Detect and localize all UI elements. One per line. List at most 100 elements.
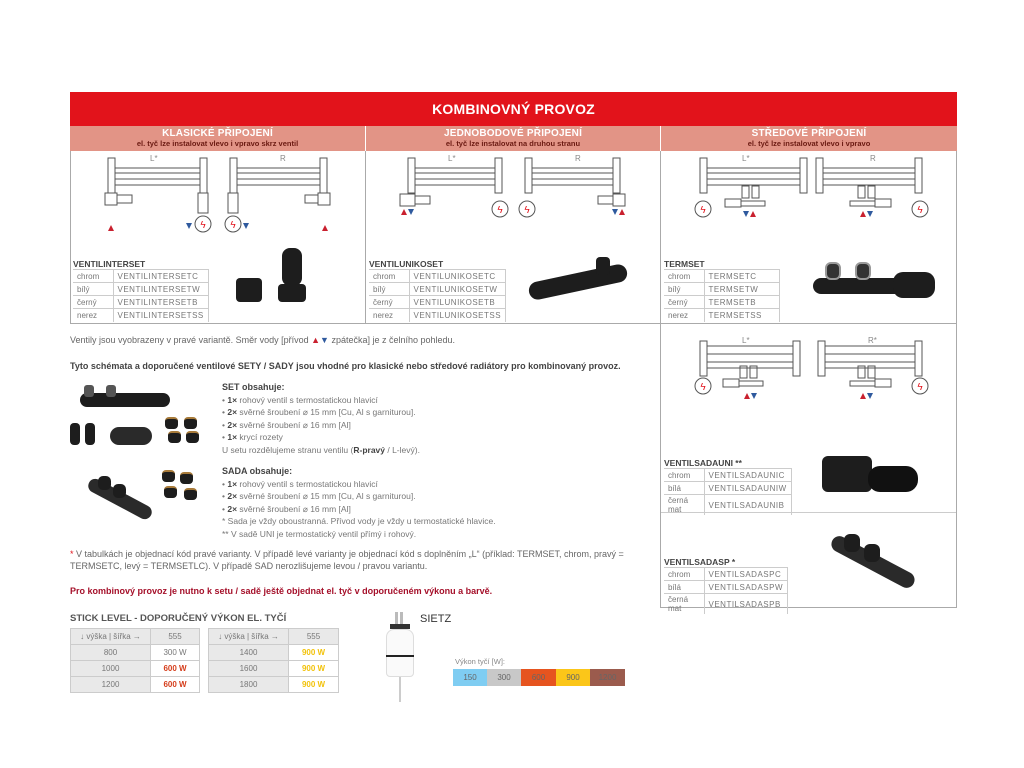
finish: chrom [73, 269, 114, 283]
diagram-label-left: L* [742, 336, 750, 345]
finish: bílá [664, 580, 705, 594]
legend-150: 150 [453, 669, 487, 686]
set-title: VENTILINTERSET [73, 259, 146, 269]
set-title: VENTILSADAUNI ** [664, 458, 742, 468]
svg-text:ϟ: ϟ [497, 205, 503, 216]
list-item: • 2× svěrné šroubení ⌀ 16 mm [Al] [222, 419, 351, 430]
heater-image [382, 612, 422, 707]
list-item: • 2× svěrné šroubení ⌀ 15 mm [Cu, Al s g… [222, 407, 416, 417]
order-code: VENTILSADAUNIB [704, 494, 792, 515]
column-title: JEDNOBODOVÉ PŘIPOJENÍ [443, 128, 583, 139]
asterisk-icon: * [70, 549, 74, 559]
finish: bílý [664, 282, 705, 296]
finish: černý [664, 295, 705, 309]
set-title: VENTILUNIKOSET [369, 259, 444, 269]
legend-1200: 1200 [590, 669, 625, 686]
product-image-ventilinterset [236, 248, 316, 310]
finish: černý [73, 295, 114, 309]
set-heading: SET obsahuje: [222, 382, 285, 392]
list-item: • 1× rohový ventil s termostatickou hlav… [222, 394, 378, 405]
direction-note: Ventily jsou vyobrazeny v pravé variantě… [70, 335, 455, 345]
finish: chrom [664, 468, 705, 482]
order-code: VENTILSADASPB [704, 593, 789, 614]
order-code: VENTILSADASPW [704, 580, 789, 594]
order-code: VENTILINTERSETSS [113, 308, 209, 322]
diagram-label-right: R [870, 154, 876, 163]
note-text: Ventily jsou vyobrazeny v pravé variantě… [70, 335, 312, 345]
list-item: • 1× rohový ventil s termostatickou hlav… [222, 478, 378, 489]
set-title: VENTILSADASP * [664, 557, 736, 567]
intro-text: Tyto schémata a doporučené ventilové SET… [70, 361, 621, 371]
table-header: ↓ výška | šířka →555 [70, 628, 200, 645]
order-code: VENTILINTERSETW [113, 282, 209, 296]
column-header-jednobodove: JEDNOBODOVÉ PŘIPOJENÍ el. tyč lze instal… [366, 126, 661, 151]
finish: černá mat [664, 494, 705, 515]
diagram-label-right: R [280, 154, 286, 163]
return-arrow-icon: ▼ [320, 335, 329, 345]
list-item: • 2× svěrné šroubení ⌀ 15 mm [Cu, Al s g… [222, 491, 416, 501]
finish: bílá [664, 481, 705, 495]
set-contents-image [70, 385, 205, 450]
finish: nerez [369, 308, 410, 322]
diagram-jednobodove: ϟ ϟ [395, 153, 635, 228]
right-panel [660, 324, 957, 608]
section-banner: KOMBINOVNÝ PROVOZ [70, 92, 957, 126]
finish: chrom [664, 269, 705, 283]
divider [661, 512, 956, 513]
finish: nerez [73, 308, 114, 322]
column-header-stredove: STŘEDOVÉ PŘIPOJENÍ el. tyč lze instalova… [661, 126, 957, 151]
product-image-ventilsadasp [822, 532, 922, 594]
set-footer: U setu rozdělujeme stranu ventilu (R-pra… [222, 444, 420, 455]
table-header: ↓ výška | šířka →555 [208, 628, 339, 645]
column-subtitle: el. tyč lze instalovat na druhou stranu [445, 139, 581, 148]
finish: bílý [73, 282, 114, 296]
order-code: VENTILUNIKOSETSS [409, 308, 507, 322]
svg-text:ϟ: ϟ [917, 382, 923, 393]
legend-300: 300 [487, 669, 521, 686]
diagram-label-left: L* [150, 154, 158, 163]
order-code: VENTILUNIKOSETB [409, 295, 507, 309]
order-code: TERMSETC [704, 269, 780, 283]
svg-text:ϟ: ϟ [917, 205, 923, 216]
diagram-stredove: ϟ ϟ [690, 153, 930, 228]
product-image-termset [813, 258, 938, 303]
order-code: TERMSETSS [704, 308, 780, 322]
column-subtitle: el. tyč lze instalovat vlevo i vpravo sk… [136, 139, 299, 148]
svg-text:ϟ: ϟ [524, 205, 530, 216]
finish: chrom [664, 567, 705, 581]
sada-contents-list: SADA obsahuje: • 1× rohový ventil s term… [222, 465, 496, 540]
legend-title: Výkon tyčí [W]: [455, 657, 506, 666]
order-code: TERMSETB [704, 295, 780, 309]
sada-heading: SADA obsahuje: [222, 466, 293, 476]
svg-text:ϟ: ϟ [230, 220, 236, 231]
diagram-label-left: L* [742, 154, 750, 163]
sada-note: * Sada je vždy oboustranná. Přívod vody … [222, 516, 496, 526]
order-code: VENTILSADASPC [704, 567, 789, 581]
column-title: KLASICKÉ PŘIPOJENÍ [162, 128, 273, 139]
column-stredove [660, 151, 957, 324]
finish: chrom [369, 269, 410, 283]
diagram-sada: ϟ ϟ [690, 336, 930, 406]
diagram-label-left: L* [448, 154, 456, 163]
